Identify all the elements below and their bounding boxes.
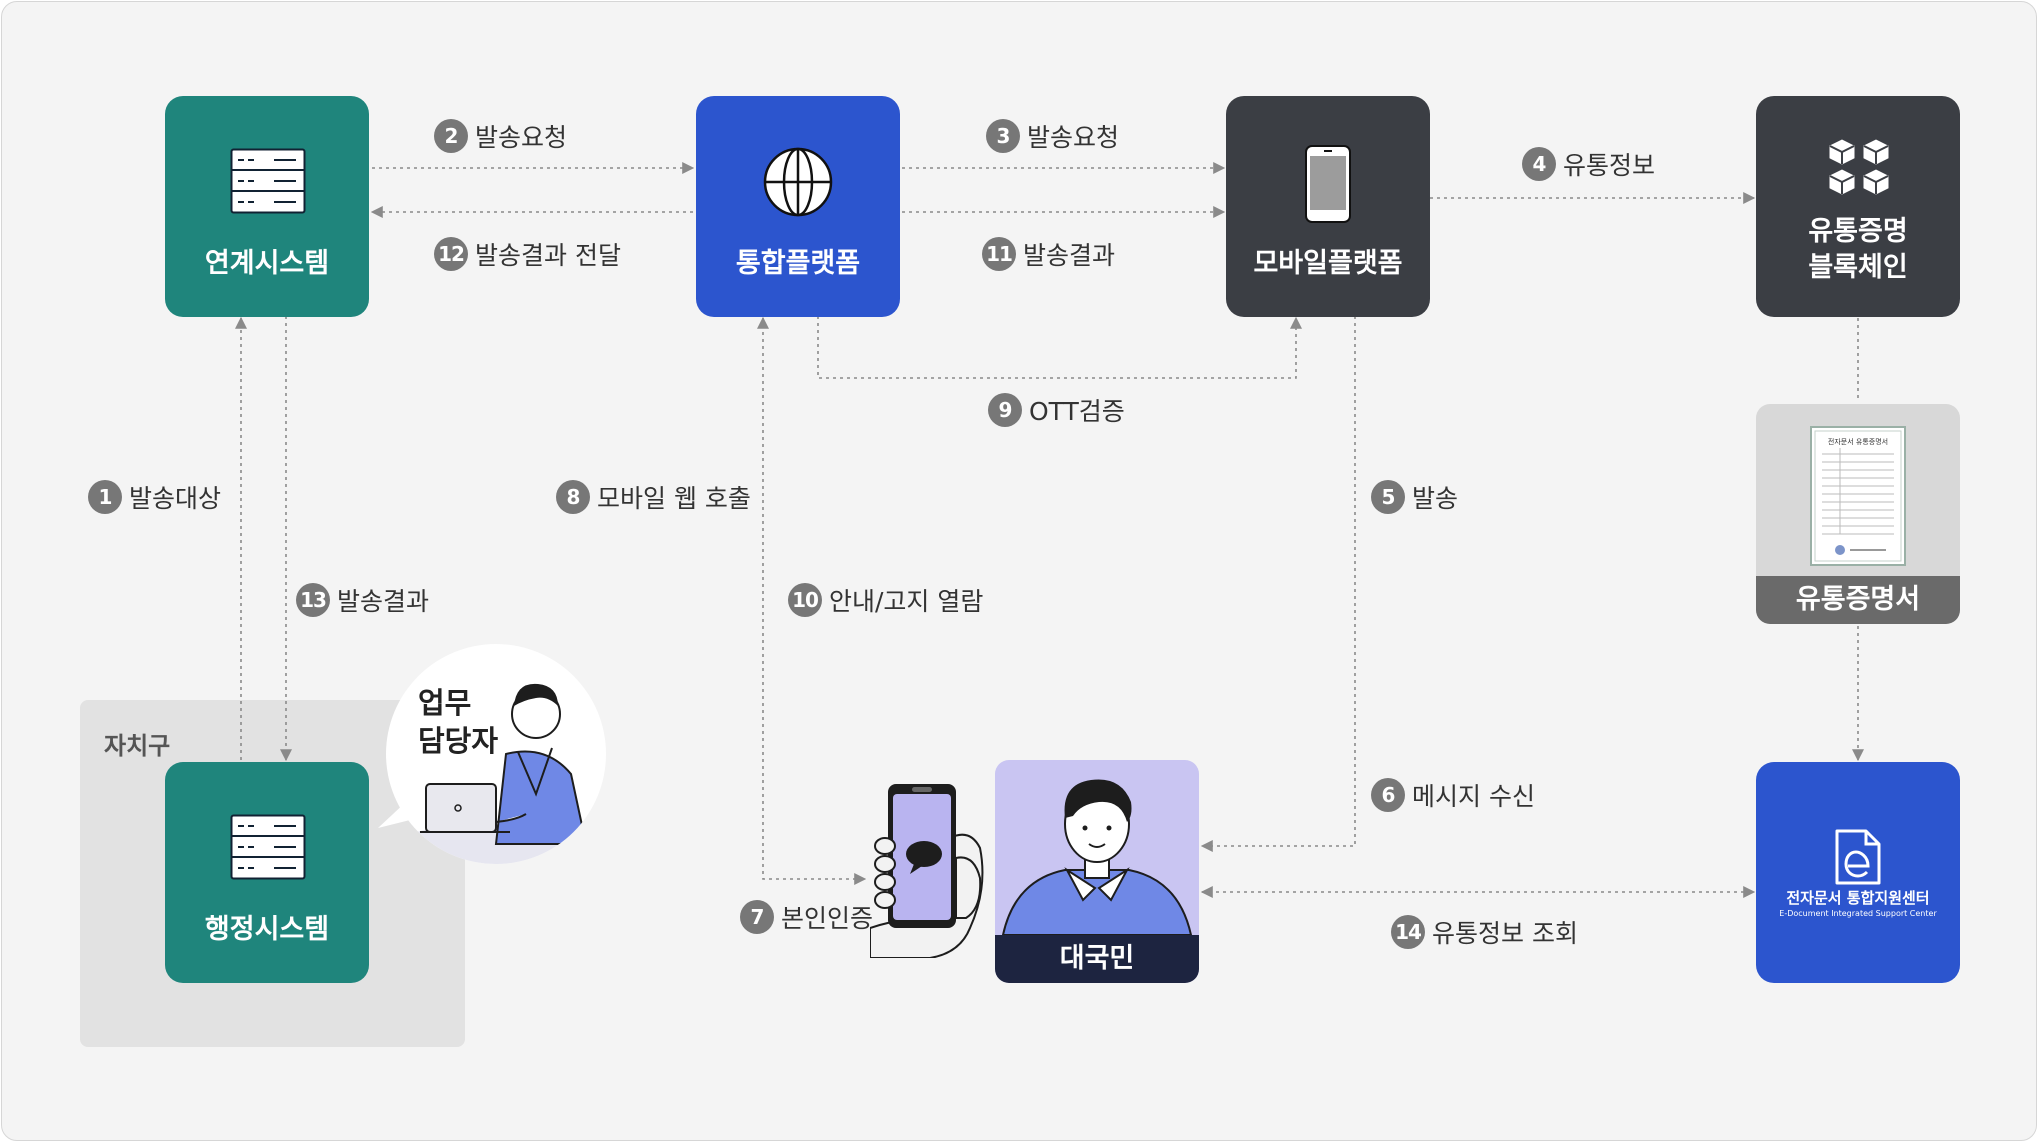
step-number: 1 <box>88 480 122 514</box>
certificate-node: 전자문서 유통증명서 유통증명서 <box>1756 404 1960 624</box>
support-center-subtitle: E-Document Integrated Support Center <box>1779 909 1937 918</box>
blockchain-label: 유통증명 블록체인 <box>1808 216 1908 283</box>
step-number: 2 <box>434 119 468 153</box>
district-group-label: 자치구 <box>104 732 171 760</box>
admin-system-label: 행정시스템 <box>204 914 330 945</box>
linkage-system-node: 연계시스템 <box>165 96 369 317</box>
phone-in-hand-icon <box>870 784 984 958</box>
step-number: 4 <box>1522 147 1556 181</box>
certificate-document-icon: 전자문서 유통증명서 <box>1810 426 1906 566</box>
citizen-node: 대국민 <box>995 760 1199 983</box>
step-text: 본인인증 <box>781 904 874 933</box>
step-text: 발송요청 <box>475 123 568 152</box>
step-text: 발송결과 전달 <box>475 241 621 270</box>
step-text: 발송결과 <box>1023 241 1116 270</box>
support-center-node: 전자문서 통합지원센터 E-Document Integrated Suppor… <box>1756 762 1960 983</box>
server-icon <box>230 814 306 880</box>
step-number: 13 <box>296 583 330 617</box>
integrated-platform-node: 통합플랫폼 <box>696 96 900 317</box>
server-icon <box>230 148 306 214</box>
step-number: 3 <box>986 119 1020 153</box>
step-number: 10 <box>788 583 822 617</box>
worker-label: 업무 담당자 <box>418 686 499 758</box>
step-number: 6 <box>1371 778 1405 812</box>
integrated-platform-label: 통합플랫폼 <box>735 248 861 279</box>
globe-icon <box>763 147 833 217</box>
step-text: 모바일 웹 호출 <box>597 484 751 513</box>
step-text: 유통정보 <box>1563 151 1656 180</box>
step-number: 11 <box>982 237 1016 271</box>
arrow-9 <box>817 316 1302 379</box>
citizen-label: 대국민 <box>995 935 1199 983</box>
linkage-system-label: 연계시스템 <box>204 248 330 279</box>
step-number: 8 <box>556 480 590 514</box>
certificate-band: 유통증명서 <box>1756 576 1960 624</box>
step-text: 발송결과 <box>337 587 430 616</box>
step-text: 발송 <box>1412 484 1459 513</box>
step-number: 5 <box>1371 480 1405 514</box>
support-center-title: 전자문서 통합지원센터 <box>1786 889 1930 907</box>
arrow-5-6 <box>1200 316 1356 852</box>
certificate-doc-title: 전자문서 유통증명서 <box>1828 437 1888 446</box>
step-text: 메시지 수신 <box>1412 782 1535 811</box>
step-number: 14 <box>1391 915 1425 949</box>
step-text: OTT검증 <box>1029 397 1125 426</box>
step-text: 유통정보 조회 <box>1432 919 1578 948</box>
e-document-logo-icon <box>1835 829 1881 885</box>
step-number: 12 <box>434 237 468 271</box>
step-text: 발송대상 <box>129 484 222 513</box>
phone-icon <box>1305 145 1351 223</box>
step-number: 9 <box>988 393 1022 427</box>
step-text: 발송요청 <box>1027 123 1120 152</box>
step-number: 7 <box>740 900 774 934</box>
blockchain-node: 유통증명 블록체인 <box>1756 96 1960 317</box>
citizen-avatar-icon <box>1001 779 1193 936</box>
admin-system-node: 행정시스템 <box>165 762 369 983</box>
blockchain-cubes-icon <box>1829 139 1889 195</box>
step-text: 안내/고지 열람 <box>829 587 984 616</box>
mobile-platform-label: 모바일플랫폼 <box>1253 248 1403 279</box>
certificate-label: 유통증명서 <box>1795 584 1921 615</box>
mobile-platform-node: 모바일플랫폼 <box>1226 96 1430 317</box>
arrow-8-10 <box>757 316 867 885</box>
